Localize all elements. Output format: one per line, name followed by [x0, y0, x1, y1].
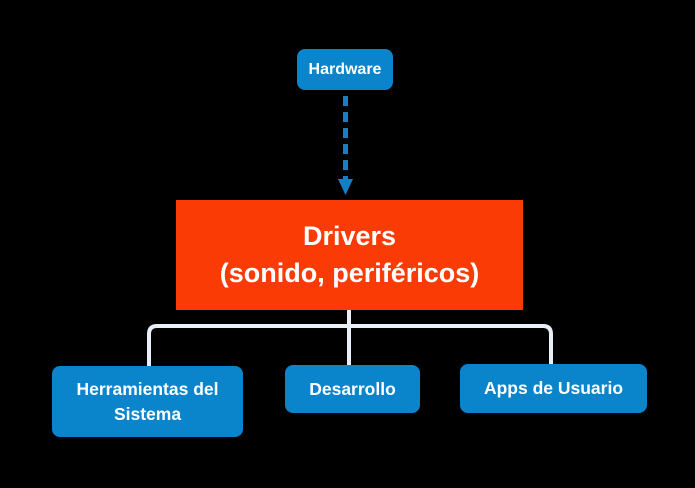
node-hardware: Hardware	[297, 49, 393, 90]
node-herramientas-del-sistema: Herramientas del Sistema	[52, 366, 243, 437]
node-herramientas-label: Herramientas del Sistema	[76, 378, 219, 424]
arrow-hardware-to-drivers-icon	[338, 96, 353, 195]
node-apps-label: Apps de Usuario	[483, 378, 624, 398]
node-hardware-label: Hardware	[308, 60, 382, 78]
node-desarrollo-label: Desarrollo	[309, 378, 396, 399]
connector-branch-line	[147, 324, 553, 366]
node-apps-de-usuario: Apps de Usuario	[460, 364, 647, 413]
node-desarrollo: Desarrollo	[285, 365, 420, 413]
node-drivers-label-line1: Drivers	[302, 221, 397, 251]
node-drivers: Drivers (sonido, periféricos)	[176, 200, 523, 310]
node-drivers-label-line2: (sonido, periféricos)	[219, 258, 480, 288]
connector-drivers-to-children	[147, 310, 553, 366]
